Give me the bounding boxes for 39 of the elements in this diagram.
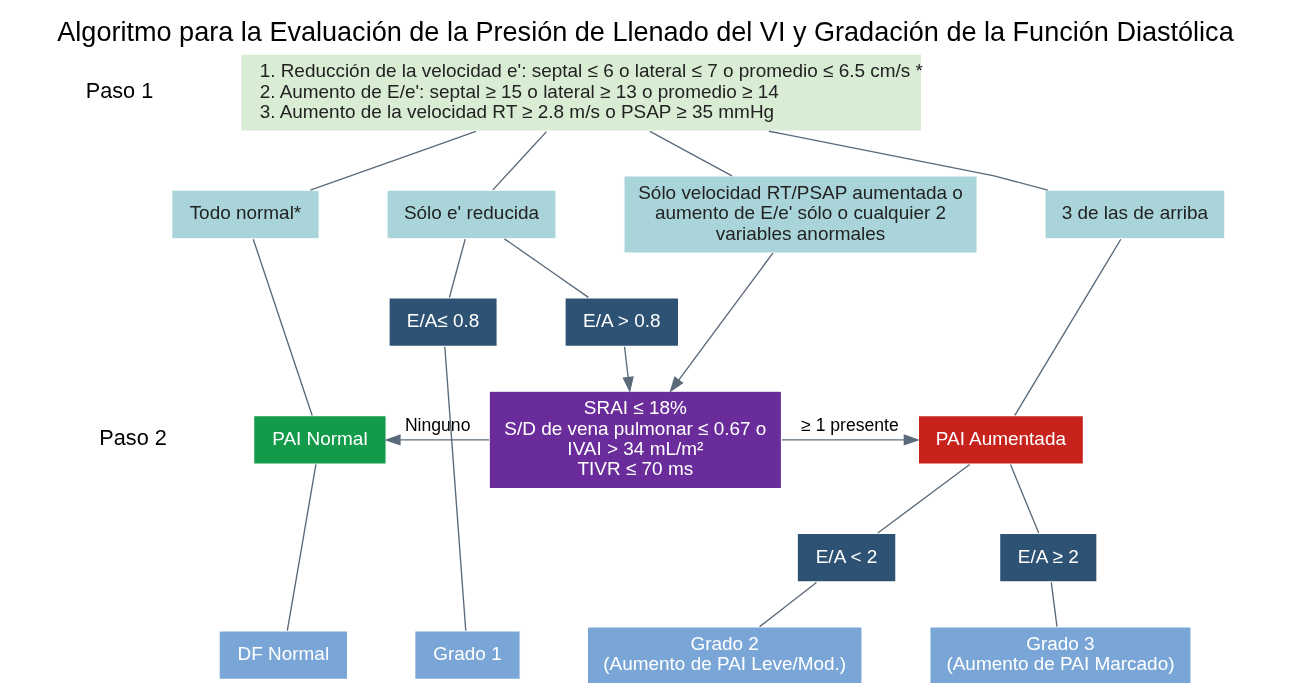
node-box: E/A < 2 bbox=[796, 532, 897, 583]
node-box: E/A ≥ 2 bbox=[998, 532, 1098, 583]
connector bbox=[759, 581, 818, 628]
edge-label: ≥ 1 presente bbox=[801, 414, 899, 435]
connector bbox=[1014, 238, 1122, 417]
connector bbox=[503, 238, 590, 299]
arrow bbox=[622, 346, 634, 394]
node-box: DF Normal bbox=[218, 630, 349, 681]
node-box: SRAI ≤ 18% S/D de vena pulmonar ≤ 0.67 o IVAI > 34 mL/m² TIVR ≤ 70 ms bbox=[488, 390, 783, 490]
arrow bbox=[669, 252, 774, 393]
connector bbox=[1050, 581, 1058, 628]
node-box: Grado 1 bbox=[414, 630, 521, 681]
label: Paso 1 bbox=[85, 77, 154, 103]
node-box: Sólo velocidad RT/PSAP aumentada o aumento de E/e' sólo o cualquier 2 variables anormales bbox=[623, 175, 978, 254]
node-box: E/A≤ 0.8 bbox=[388, 297, 498, 348]
connector bbox=[768, 130, 1049, 191]
connector bbox=[286, 463, 317, 632]
label: Paso 2 bbox=[99, 425, 167, 451]
node-box: Todo normal* bbox=[170, 189, 320, 240]
connector bbox=[492, 131, 548, 191]
node-box: E/A > 0.8 bbox=[564, 297, 680, 348]
node-box: Grado 2 (Aumento de PAI Leve/Mod.) bbox=[586, 626, 863, 685]
edge-label: Ninguno bbox=[404, 414, 471, 435]
connector bbox=[448, 238, 466, 299]
node-box: PAI Normal bbox=[252, 414, 387, 465]
connector bbox=[252, 238, 313, 417]
node-box: 1. Reducción de la velocidad e': septal ≤ 6 o lateral ≤ 7 o promedio ≤ 6.5 cm/s * 2. Aumento de E/e': septal ≥ 15 o lateral ≥ 13 o promedio ≥ 14 3. Aumento de la velocidad RT ≥ 2.8 m/s o PSAP ≥ 35 mmHg bbox=[240, 53, 923, 132]
node-box: 3 de las de arriba bbox=[1044, 189, 1226, 240]
connector bbox=[877, 463, 971, 534]
connector bbox=[309, 130, 477, 191]
diagram-title: Algoritmo para la Evaluación de la Presión de Llenado del VI y Gradación de la Función Diastólica bbox=[57, 15, 1234, 47]
connector bbox=[1009, 463, 1040, 534]
connector bbox=[649, 130, 733, 177]
node-box: Grado 3 (Aumento de PAI Marcado) bbox=[929, 626, 1192, 685]
arrow bbox=[781, 434, 920, 446]
connector bbox=[444, 346, 467, 632]
node-box: PAI Aumentada bbox=[917, 414, 1085, 465]
node-box: Sólo e' reducida bbox=[386, 189, 557, 240]
arrow bbox=[384, 434, 490, 446]
